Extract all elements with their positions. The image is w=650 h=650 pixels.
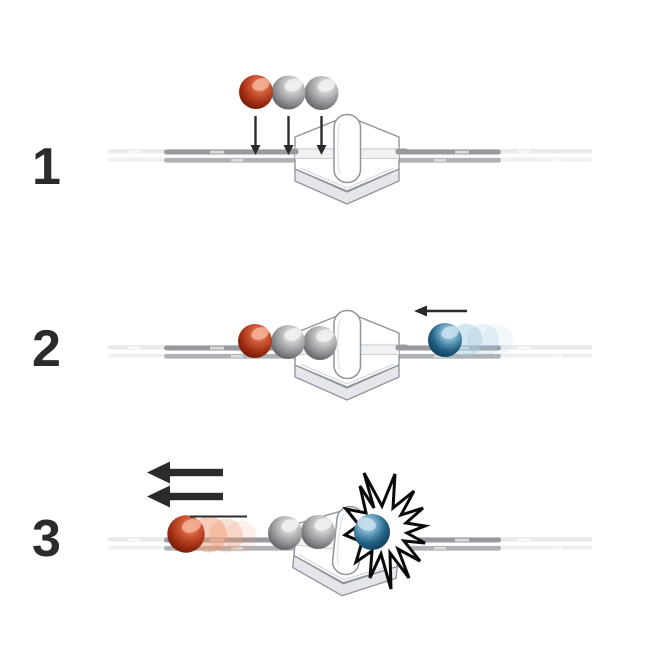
blue-marble-icon [353,513,391,551]
red-marble-icon [238,324,272,358]
step-1-row: 1 [32,75,592,205]
gray-marble-icon [303,326,337,360]
magnetic-cannon-tile-icon [284,309,410,401]
step-3-row: 3 [32,461,592,603]
step-1-number: 1 [32,138,60,196]
gray-marble-icon [271,75,306,110]
gray-marble-icon [304,76,339,110]
step-3-number: 3 [32,510,60,568]
blue-marble-icon [428,323,462,357]
thick-left-arrow-icon [147,461,223,484]
gray-marble-icon [271,325,305,359]
gray-marble-icon [268,516,302,550]
gray-marble-icon [301,515,335,549]
magnetic-cannon-tile-icon [284,113,410,205]
red-marble-icon [167,515,205,553]
left-arrow-icon [412,304,469,318]
step-2-number: 2 [32,320,60,378]
step-2-row: 2 [32,304,592,401]
thick-left-arrow-icon [147,485,223,508]
red-marble-icon [239,75,273,109]
